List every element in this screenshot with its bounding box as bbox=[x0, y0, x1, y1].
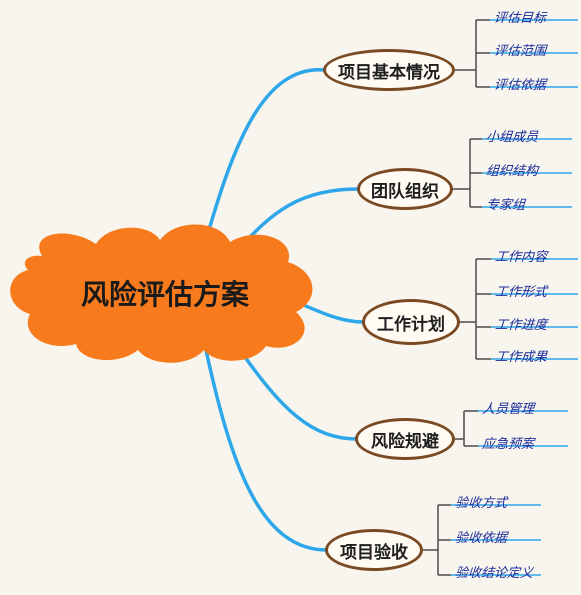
branch-label: 工作计划 bbox=[377, 314, 445, 335]
leaf-bracket bbox=[455, 410, 568, 447]
branch-label: 风险规避 bbox=[371, 431, 439, 452]
leaf-bracket bbox=[423, 504, 541, 576]
leaf-item[interactable]: 组织结构 bbox=[485, 164, 539, 179]
leaf-brackets bbox=[423, 19, 578, 576]
branch-node-project-basics[interactable]: 项目基本情况 bbox=[323, 49, 455, 91]
leaf-bracket bbox=[453, 138, 572, 208]
leaf-item[interactable]: 验收依据 bbox=[454, 531, 508, 546]
branch-label: 团队组织 bbox=[371, 181, 439, 202]
leaf-item[interactable]: 工作内容 bbox=[494, 250, 548, 265]
leaf-item[interactable]: 验收结论定义 bbox=[454, 566, 534, 581]
connector-line bbox=[204, 348, 329, 552]
leaf-bracket bbox=[460, 258, 578, 360]
leaf-item[interactable]: 小组成员 bbox=[485, 130, 539, 145]
branch-label: 项目验收 bbox=[340, 542, 408, 563]
connector-line bbox=[238, 348, 359, 441]
leaf-item[interactable]: 专家组 bbox=[485, 198, 526, 213]
branch-label: 项目基本情况 bbox=[338, 62, 440, 83]
leaf-bracket bbox=[455, 19, 578, 88]
leaf-item[interactable]: 验收方式 bbox=[454, 496, 508, 511]
branch-node-risk-avoidance[interactable]: 风险规避 bbox=[355, 418, 455, 460]
leaf-item[interactable]: 工作进度 bbox=[494, 318, 548, 333]
branch-node-project-acceptance[interactable]: 项目验收 bbox=[325, 529, 423, 571]
connector-line bbox=[204, 68, 327, 242]
branch-node-team-organization[interactable]: 团队组织 bbox=[357, 168, 453, 210]
leaf-item[interactable]: 评估依据 bbox=[493, 78, 547, 93]
leaf-item[interactable]: 评估目标 bbox=[493, 11, 547, 26]
root-cloud-shape bbox=[10, 224, 313, 363]
leaf-item[interactable]: 评估范围 bbox=[493, 44, 547, 59]
leaf-item[interactable]: 工作形式 bbox=[494, 285, 548, 300]
leaf-item[interactable]: 人员管理 bbox=[481, 402, 535, 417]
root-title: 风险评估方案 bbox=[80, 278, 249, 311]
branch-node-work-plan[interactable]: 工作计划 bbox=[362, 299, 460, 345]
leaf-item[interactable]: 应急预案 bbox=[481, 437, 535, 452]
leaf-item[interactable]: 工作成果 bbox=[494, 350, 548, 365]
